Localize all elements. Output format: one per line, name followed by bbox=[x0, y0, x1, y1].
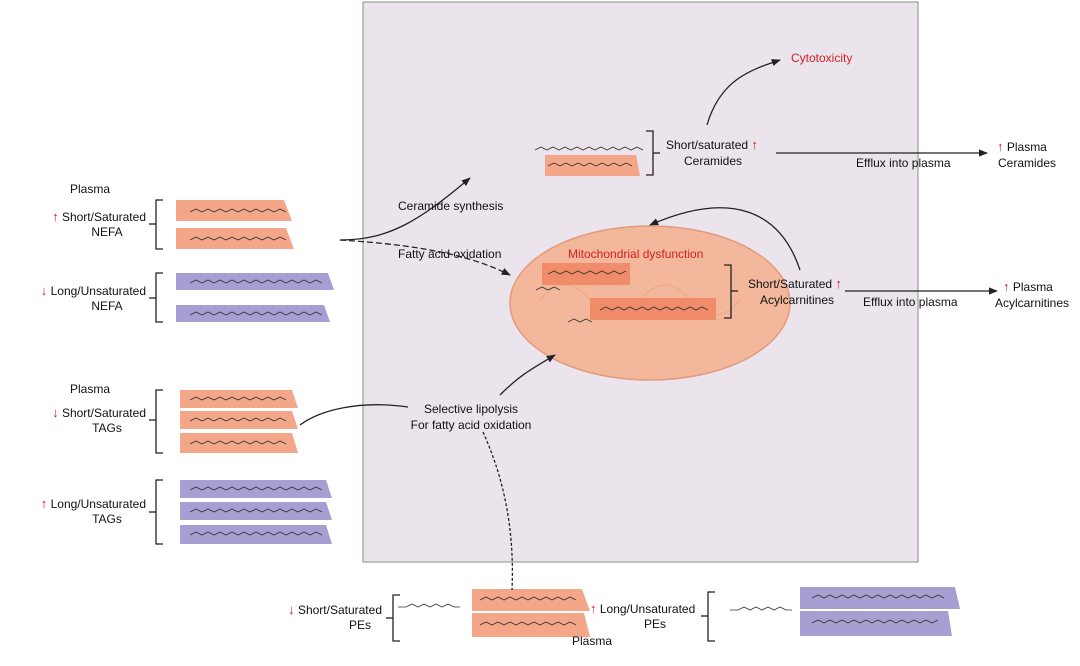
acylcarnitines-saturated-label: Short/Saturated ↑ bbox=[748, 276, 842, 292]
tag-unsaturated-1 bbox=[180, 480, 332, 498]
down-arrow-icon: ↓ bbox=[52, 405, 59, 420]
tag-saturated-3 bbox=[180, 433, 298, 453]
tag-unsaturated-2 bbox=[180, 502, 332, 520]
ceramides-saturated-label: Short/saturated ↑ bbox=[666, 137, 758, 153]
pe-saturated-block bbox=[472, 589, 590, 611]
nefa-unsaturated-text: Long/Unsaturated bbox=[50, 284, 146, 298]
lipolysis-label-2: For fatty acid oxidation bbox=[410, 418, 532, 432]
tags-unsaturated-sub: TAGs bbox=[92, 512, 122, 526]
efflux-acylcarnitines-label: Efflux into plasma bbox=[863, 295, 958, 309]
tags-saturated-label: ↓ Short/Saturated bbox=[20, 405, 146, 421]
up-arrow-icon: ↑ bbox=[590, 601, 597, 616]
efflux-ceramides-label: Efflux into plasma bbox=[856, 156, 951, 170]
pe-saturated-block-2 bbox=[472, 613, 590, 637]
up-arrow-icon: ↑ bbox=[40, 496, 48, 511]
tags-unsaturated-text: Long/Unsaturated bbox=[50, 497, 146, 511]
pe-unsaturated-block bbox=[800, 587, 960, 609]
plasma-acylcarnitines-text: Plasma bbox=[1012, 280, 1053, 294]
nefa-unsaturated-label: ↓ Long/Unsaturated bbox=[10, 283, 146, 299]
plasma-nefa-label: Plasma bbox=[70, 182, 111, 196]
nefa-saturated-1 bbox=[176, 200, 292, 221]
acylcarnitine-block-2 bbox=[590, 298, 716, 320]
nefa-unsaturated-sub: NEFA bbox=[91, 299, 123, 313]
plasma-acylcarnitines-sub: Acylcarnitines bbox=[995, 296, 1070, 310]
tag-saturated-1 bbox=[180, 390, 298, 408]
up-arrow-icon: ↑ bbox=[835, 276, 842, 291]
plasma-bottom-label: Plasma bbox=[572, 634, 613, 648]
nefa-saturated-label: ↑ Short/Saturated bbox=[20, 209, 146, 225]
nefa-saturated-sub: NEFA bbox=[91, 225, 123, 239]
ceramide-synthesis-label: Ceramide synthesis bbox=[398, 199, 504, 213]
up-arrow-icon: ↑ bbox=[751, 137, 758, 152]
pe-unsaturated-label: ↑ Long/Unsaturated bbox=[590, 601, 695, 617]
plasma-ceramides-text: Plasma bbox=[1006, 140, 1047, 154]
brackets bbox=[149, 130, 738, 642]
cytotoxicity-label: Cytotoxicity bbox=[791, 51, 853, 65]
ceramide-block bbox=[545, 155, 640, 176]
acylcarnitines-saturated-text: Short/Saturated bbox=[748, 277, 833, 291]
mitochondrial-dysfunction-label: Mitochondrial dysfunction bbox=[568, 247, 704, 261]
up-arrow-icon: ↑ bbox=[52, 209, 59, 224]
nefa-unsaturated-1 bbox=[176, 273, 334, 290]
plasma-acylcarnitines-label: ↑ Plasma bbox=[1003, 279, 1053, 295]
tag-unsaturated-3 bbox=[180, 525, 332, 544]
pathway-arrows bbox=[299, 59, 998, 591]
acylcarnitines-sub: Acylcarnitines bbox=[759, 293, 835, 307]
ceramides-saturated-text: Short/saturated bbox=[666, 138, 749, 152]
lipolysis-label-1: Selective lipolysis bbox=[423, 402, 519, 416]
plasma-ceramides-sub: Ceramides bbox=[998, 156, 1057, 170]
pe-saturated-text: Short/Saturated bbox=[297, 603, 382, 617]
tags-saturated-sub: TAGs bbox=[92, 421, 122, 435]
fatty-acid-oxidation-label: Fatty acid oxidation bbox=[398, 247, 502, 261]
pe-unsaturated-sub: PEs bbox=[643, 617, 666, 631]
chain-lines bbox=[189, 146, 945, 626]
plasma-tags-label: Plasma bbox=[70, 382, 111, 396]
plasma-ceramides-label: ↑ Plasma bbox=[997, 139, 1047, 155]
acylcarnitine-block-1 bbox=[542, 263, 630, 285]
ceramides-sub: Ceramides bbox=[683, 154, 743, 168]
down-arrow-icon: ↓ bbox=[288, 602, 295, 617]
tags-saturated-text: Short/Saturated bbox=[61, 406, 146, 420]
up-arrow-icon: ↑ bbox=[1003, 279, 1010, 294]
pe-unsaturated-text: Long/Unsaturated bbox=[599, 602, 696, 616]
nefa-saturated-text: Short/Saturated bbox=[61, 210, 146, 224]
pe-saturated-sub: PEs bbox=[348, 618, 371, 632]
tags-unsaturated-label: ↑ Long/Unsaturated bbox=[10, 496, 146, 512]
pe-saturated-label: ↓ Short/Saturated bbox=[270, 602, 382, 618]
up-arrow-icon: ↑ bbox=[997, 139, 1004, 154]
tag-saturated-2 bbox=[180, 411, 298, 429]
pe-unsaturated-block-2 bbox=[800, 611, 952, 636]
down-arrow-icon: ↓ bbox=[40, 283, 48, 298]
